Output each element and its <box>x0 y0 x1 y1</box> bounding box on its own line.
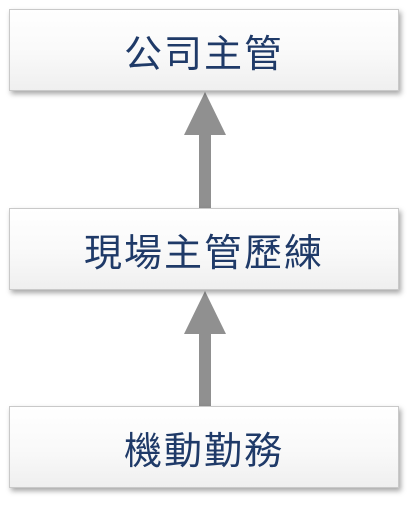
node-label: 公司主管 <box>123 31 284 76</box>
node-mobile-duty: 機動勤務 <box>9 406 399 488</box>
node-company-manager: 公司主管 <box>9 9 399 91</box>
node-label: 機動勤務 <box>123 428 284 473</box>
node-site-manager-experience: 現場主管歷練 <box>9 208 399 290</box>
node-label: 現場主管歷練 <box>83 230 324 275</box>
